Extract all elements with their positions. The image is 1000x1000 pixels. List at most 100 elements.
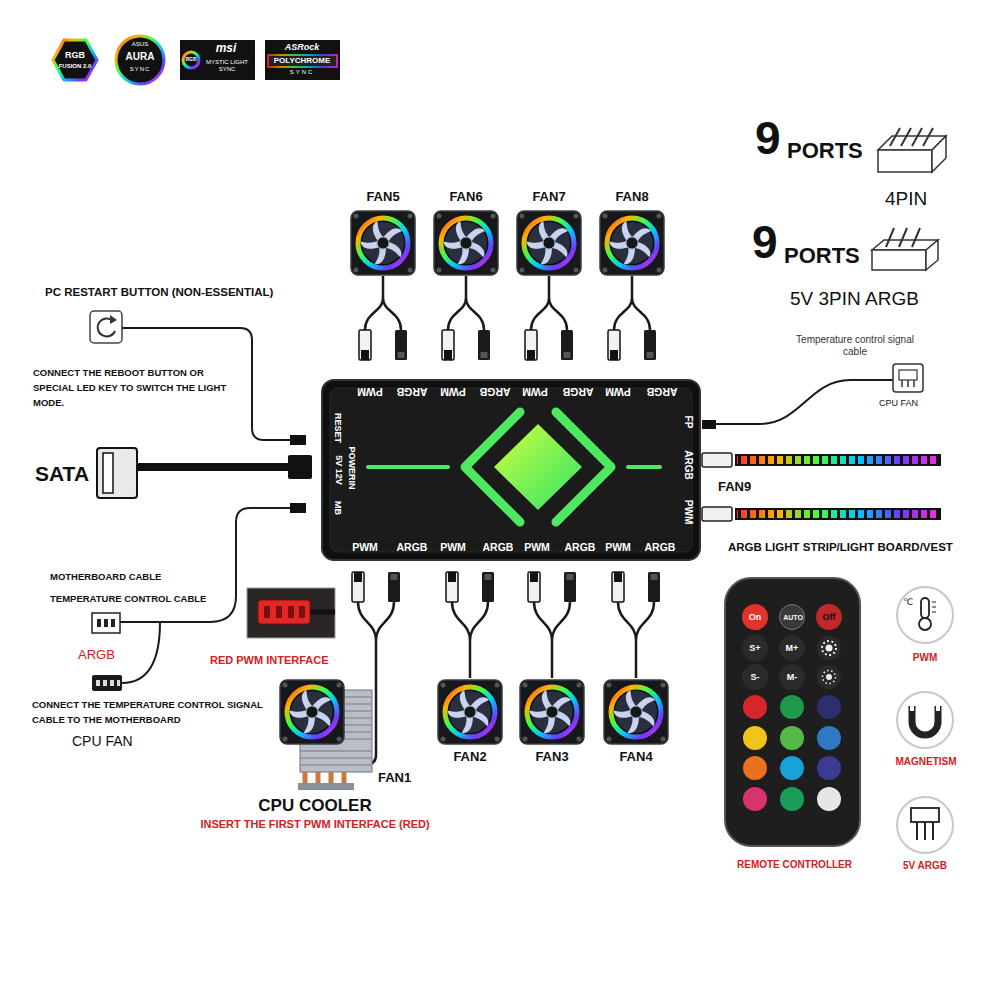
fan-cable — [359, 276, 407, 360]
part-name: CPU COOLER — [258, 796, 371, 816]
fan-node: FAN5 — [349, 190, 417, 278]
button-label: S- — [751, 672, 760, 682]
fan-icon — [520, 680, 584, 744]
feature-icon — [919, 618, 931, 630]
port-label: POWERIN — [347, 446, 357, 489]
part-name: CPU FAN — [72, 733, 133, 749]
port-label: PWM — [522, 386, 548, 398]
three-pin-icon — [886, 228, 920, 247]
part-name: RED PWM INTERFACE — [210, 654, 329, 667]
fan-icon — [600, 211, 664, 275]
logo-text: ASRock — [285, 42, 320, 52]
restart-button — [110, 315, 117, 324]
fan-icon — [517, 211, 581, 275]
cpu-cooler — [298, 783, 354, 790]
port-label: PWM — [440, 386, 466, 398]
temperature-cable — [893, 364, 923, 392]
four-pin-icon — [878, 136, 946, 172]
port-label: RESET — [333, 413, 343, 443]
remote-body — [780, 787, 804, 811]
fan-label: FAN6 — [449, 190, 482, 205]
part-name: Temperature control signal cable — [795, 334, 915, 357]
four-pin-icon — [890, 128, 933, 146]
remote-body — [743, 787, 767, 811]
four-pin-icon — [932, 136, 946, 172]
button-label: M+ — [786, 643, 799, 653]
argb-strip — [702, 453, 940, 521]
device-label: REMOTE CONTROLLER — [737, 859, 852, 871]
red-pwm-photo — [247, 588, 335, 638]
button-label: Off — [823, 612, 836, 622]
logo-text: AURA — [126, 51, 155, 63]
port-label: ARGB — [645, 541, 676, 553]
restart-button — [290, 435, 306, 445]
sata-cable — [103, 453, 113, 493]
argb-strip — [702, 453, 732, 467]
motherboard-cable — [111, 619, 115, 627]
port-label: PWM — [605, 541, 631, 553]
fan-node: FAN4 — [602, 678, 670, 766]
fan-cable — [352, 572, 400, 640]
feature-icon — [897, 587, 953, 853]
logo-text: SYNC — [130, 66, 151, 73]
logo-text: RGB — [65, 50, 85, 60]
fan-cable — [525, 276, 573, 360]
cpu-cooler — [280, 680, 344, 744]
sata-cable — [97, 448, 137, 498]
three-pin-icon — [872, 240, 938, 270]
remote-body — [817, 726, 841, 750]
fan-node: FAN3 — [518, 678, 586, 766]
port-word: PORTS — [784, 243, 860, 268]
remote-body — [725, 578, 860, 846]
port-label: PWM — [605, 386, 631, 398]
part-name: SATA — [35, 462, 89, 486]
remote-button: M+ — [779, 635, 805, 661]
remote-body — [743, 695, 767, 719]
feature-icon — [917, 822, 933, 840]
argb-strip — [736, 455, 940, 465]
port-count: 9 — [752, 216, 778, 269]
button-label: S+ — [749, 643, 760, 653]
logo-text: MYSTIC LIGHT SYNC — [204, 59, 250, 72]
motherboard-cable — [96, 680, 100, 686]
red-pwm-photo — [247, 588, 335, 638]
remote-body — [817, 695, 841, 719]
temperature-cable — [702, 420, 716, 429]
hub-controller — [494, 424, 582, 510]
remote-body — [780, 726, 804, 750]
fan-node: FAN6 — [432, 190, 500, 278]
hub-controller — [322, 380, 700, 560]
motherboard-cable — [97, 619, 101, 627]
part-name: PC RESTART BUTTON (NON-ESSENTIAL) — [45, 286, 273, 299]
port-label: PWM — [524, 541, 550, 553]
fan-cable — [446, 572, 494, 678]
remote-button: M- — [779, 664, 805, 690]
fan-cable — [528, 572, 576, 678]
feature-icon — [897, 797, 953, 853]
logo-text: ASUS — [132, 41, 148, 48]
connector-type: 4PIN — [885, 188, 927, 210]
brand-logos — [180, 40, 255, 80]
brand-logos — [183, 52, 199, 68]
port-label: PWM — [357, 386, 383, 398]
fan-icon — [438, 680, 502, 744]
feature-icon — [912, 706, 938, 711]
red-pwm-photo — [264, 606, 270, 618]
port-label: PWM — [352, 541, 378, 553]
fan-label: FAN8 — [615, 190, 648, 205]
motherboard-cable — [110, 680, 114, 686]
feature-icon — [932, 602, 936, 612]
remote-body — [823, 671, 836, 684]
motherboard-cable — [104, 619, 108, 627]
instruction-note: CONNECT THE TEMPERATURE CONTROL SIGNAL C… — [32, 697, 267, 727]
fan-label: FAN3 — [535, 750, 568, 765]
argb-strip — [736, 509, 940, 519]
hub-controller — [465, 412, 611, 522]
remote-body — [817, 636, 841, 660]
remote-body — [725, 578, 860, 846]
fan-label: FAN2 — [453, 750, 486, 765]
argb-strip — [736, 509, 940, 519]
logo-text: POLYCHROME — [274, 56, 331, 65]
button-label: AUTO — [783, 614, 803, 622]
argb-strip — [736, 455, 940, 465]
